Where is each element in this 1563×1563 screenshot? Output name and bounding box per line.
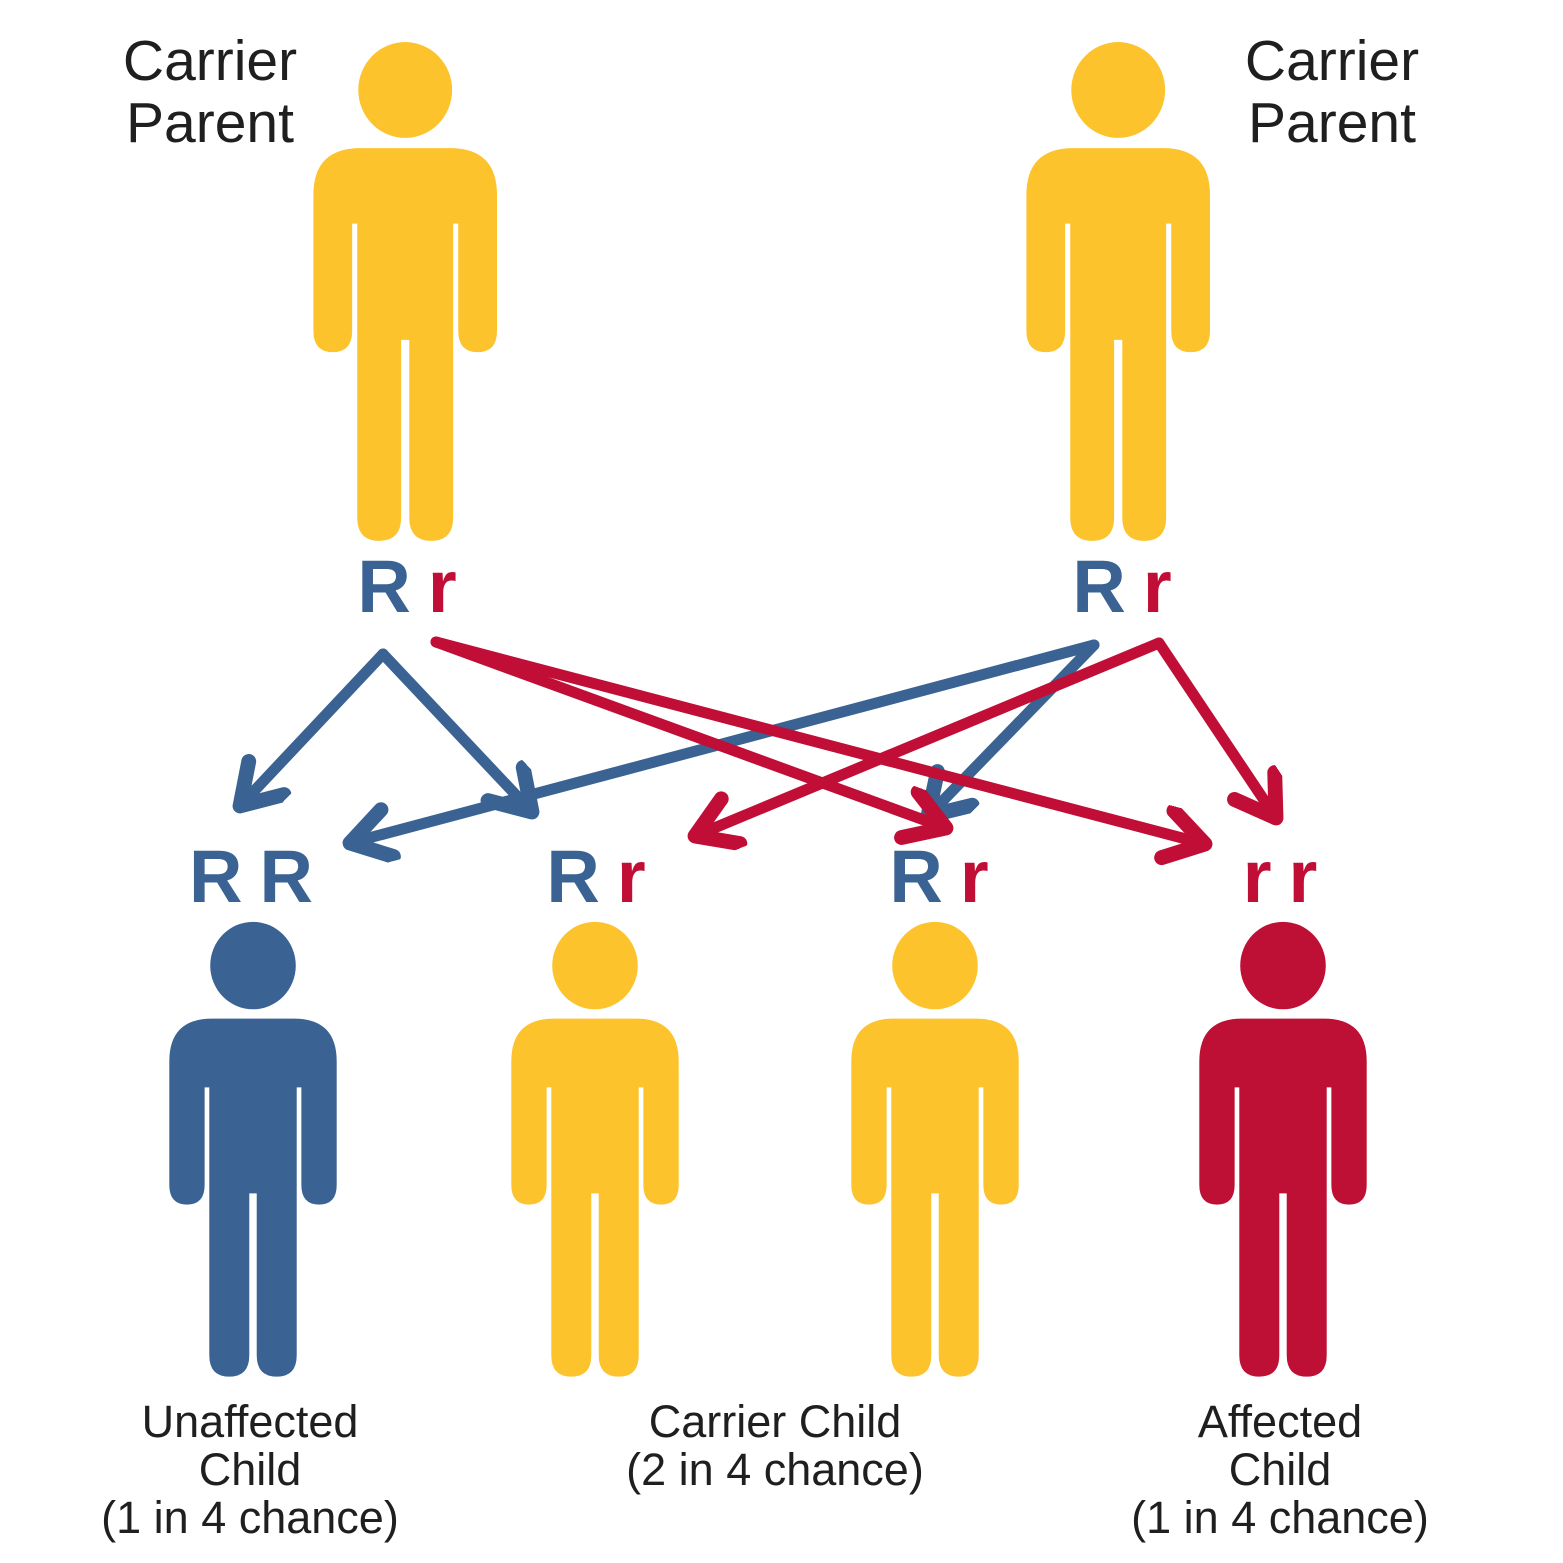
arrow-left-parent-r-to-affected-child	[430, 636, 1205, 844]
arrow-left-parent-R-to-carrier-child-1	[377, 648, 532, 812]
caption-line: (1 in 4 chance)	[1131, 1492, 1429, 1543]
arrow-right-parent-r-to-carrier-child-1	[695, 637, 1165, 836]
label-line: Parent	[126, 91, 294, 155]
genotype-right-parent: R r	[1042, 548, 1202, 626]
allele-R: R	[546, 835, 600, 918]
affected-child-figure	[1199, 921, 1367, 1377]
allele-r: r	[616, 835, 646, 918]
allele-r: r	[1242, 835, 1272, 918]
allele-R: R	[259, 835, 313, 918]
caption-line: Carrier Child	[648, 1396, 902, 1447]
label-line: Carrier	[1244, 29, 1420, 93]
carrier-child-figure-1	[511, 921, 679, 1377]
allele-r: r	[427, 545, 457, 628]
allele-R: R	[357, 545, 411, 628]
caption-line: Child	[198, 1444, 302, 1495]
arrow-right-parent-r-to-affected-child	[1153, 637, 1276, 818]
allele-R: R	[889, 835, 943, 918]
unaffected-child-figure	[169, 921, 337, 1377]
caption-line: Unaffected	[141, 1396, 359, 1447]
arrow-left-parent-R-to-unaffected-child	[240, 648, 389, 806]
caption-line: Affected	[1197, 1396, 1363, 1447]
allele-r: r	[959, 835, 989, 918]
caption-line: Child	[1228, 1444, 1332, 1495]
genotype-affected-child: r r	[1200, 838, 1360, 916]
genotype-unaffected-child: R R	[171, 838, 331, 916]
allele-R: R	[1072, 545, 1126, 628]
carrier-child-figure-2	[851, 921, 1019, 1377]
carrier-parent-label-right: Carrier Parent	[1172, 30, 1492, 154]
arrow-right-parent-R-to-carrier-child-2	[928, 639, 1100, 816]
genotype-carrier-child-1: R r	[516, 838, 676, 916]
genotype-left-parent: R r	[327, 548, 487, 626]
caption-line: (1 in 4 chance)	[101, 1492, 399, 1543]
affected-child-caption: Affected Child (1 in 4 chance)	[1100, 1398, 1460, 1542]
unaffected-child-caption: Unaffected Child (1 in 4 chance)	[70, 1398, 430, 1542]
genotype-carrier-child-2: R r	[859, 838, 1019, 916]
carrier-child-caption: Carrier Child (2 in 4 chance)	[595, 1398, 955, 1494]
label-line: Carrier	[122, 29, 298, 93]
arrow-left-parent-r-to-carrier-child-2	[430, 636, 946, 828]
label-line: Parent	[1248, 91, 1416, 155]
caption-line: (2 in 4 chance)	[626, 1444, 924, 1495]
allele-r: r	[1288, 835, 1318, 918]
carrier-parent-label-left: Carrier Parent	[50, 30, 370, 154]
allele-r: r	[1142, 545, 1172, 628]
allele-R: R	[189, 835, 243, 918]
